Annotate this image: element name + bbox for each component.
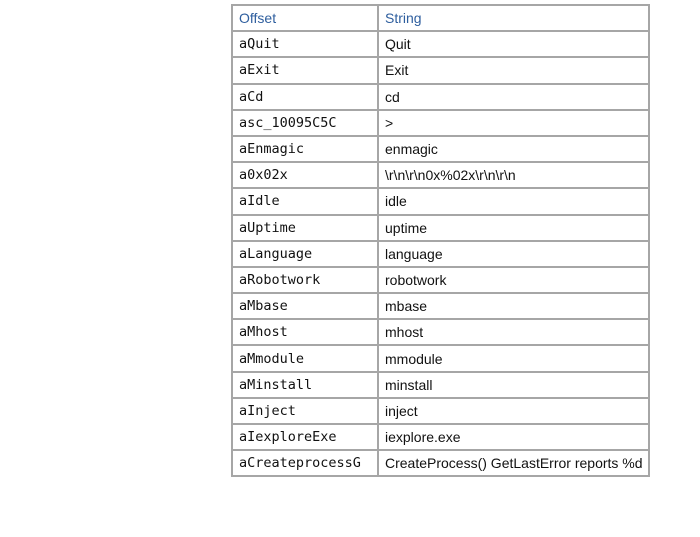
string-cell: Quit <box>377 30 650 59</box>
offset-cell: aMmodule <box>231 344 379 373</box>
offset-cell: aCreateprocessG <box>231 449 379 478</box>
table-header: Offset String <box>231 3 650 33</box>
string-cell: minstall <box>377 370 650 399</box>
table-row: aQuit Quit <box>231 30 650 59</box>
strings-table: Offset String aQuit Quit aExit Exit aCd … <box>231 3 650 478</box>
string-cell: iexplore.exe <box>377 422 650 452</box>
offset-cell: aUptime <box>231 213 379 242</box>
table-row: aLanguage language <box>231 239 650 268</box>
offset-cell: a0x02x <box>231 161 379 190</box>
table-row: aEnmagic enmagic <box>231 134 650 164</box>
table-row: aRobotwork robotwork <box>231 265 650 295</box>
offset-cell: aQuit <box>231 30 379 59</box>
string-cell: enmagic <box>377 134 650 164</box>
string-cell: > <box>377 108 650 137</box>
table-row: aExit Exit <box>231 56 650 85</box>
offset-cell: aInject <box>231 396 379 426</box>
string-cell: mmodule <box>377 344 650 373</box>
table-row: aIdle idle <box>231 187 650 216</box>
table-row: aCreateprocessG CreateProcess() GetLastE… <box>231 449 650 478</box>
table-row: aMbase mbase <box>231 292 650 321</box>
string-cell: language <box>377 239 650 268</box>
offset-cell: aExit <box>231 56 379 85</box>
string-column-header: String <box>377 3 650 33</box>
offset-cell: aMhost <box>231 318 379 347</box>
string-cell: \r\n\r\n0x%02x\r\n\r\n <box>377 161 650 190</box>
offset-cell: aMbase <box>231 292 379 321</box>
table-row: aMhost mhost <box>231 318 650 347</box>
table-row: aUptime uptime <box>231 213 650 242</box>
offset-cell: aIexploreExe <box>231 422 379 452</box>
string-cell: cd <box>377 82 650 111</box>
offset-column-header: Offset <box>231 3 379 33</box>
string-cell: CreateProcess() GetLastError reports %d <box>377 449 650 478</box>
table-row: a0x02x \r\n\r\n0x%02x\r\n\r\n <box>231 161 650 190</box>
table-row: aMmodule mmodule <box>231 344 650 373</box>
offset-cell: aLanguage <box>231 239 379 268</box>
offset-cell: aIdle <box>231 187 379 216</box>
offset-cell: aMinstall <box>231 370 379 399</box>
table-row: aIexploreExe iexplore.exe <box>231 422 650 452</box>
string-cell: mbase <box>377 292 650 321</box>
string-cell: robotwork <box>377 265 650 295</box>
table-row: aCd cd <box>231 82 650 111</box>
offset-cell: aEnmagic <box>231 134 379 164</box>
table-row: aInject inject <box>231 396 650 426</box>
offset-cell: asc_10095C5C <box>231 108 379 137</box>
offset-cell: aCd <box>231 82 379 111</box>
table-row: asc_10095C5C > <box>231 108 650 137</box>
string-cell: mhost <box>377 318 650 347</box>
table-body: aQuit Quit aExit Exit aCd cd asc_10095C5… <box>231 30 650 478</box>
string-cell: uptime <box>377 213 650 242</box>
offset-cell: aRobotwork <box>231 265 379 295</box>
string-cell: inject <box>377 396 650 426</box>
table-row: aMinstall minstall <box>231 370 650 399</box>
string-cell: Exit <box>377 56 650 85</box>
string-cell: idle <box>377 187 650 216</box>
header-row: Offset String <box>231 3 650 33</box>
